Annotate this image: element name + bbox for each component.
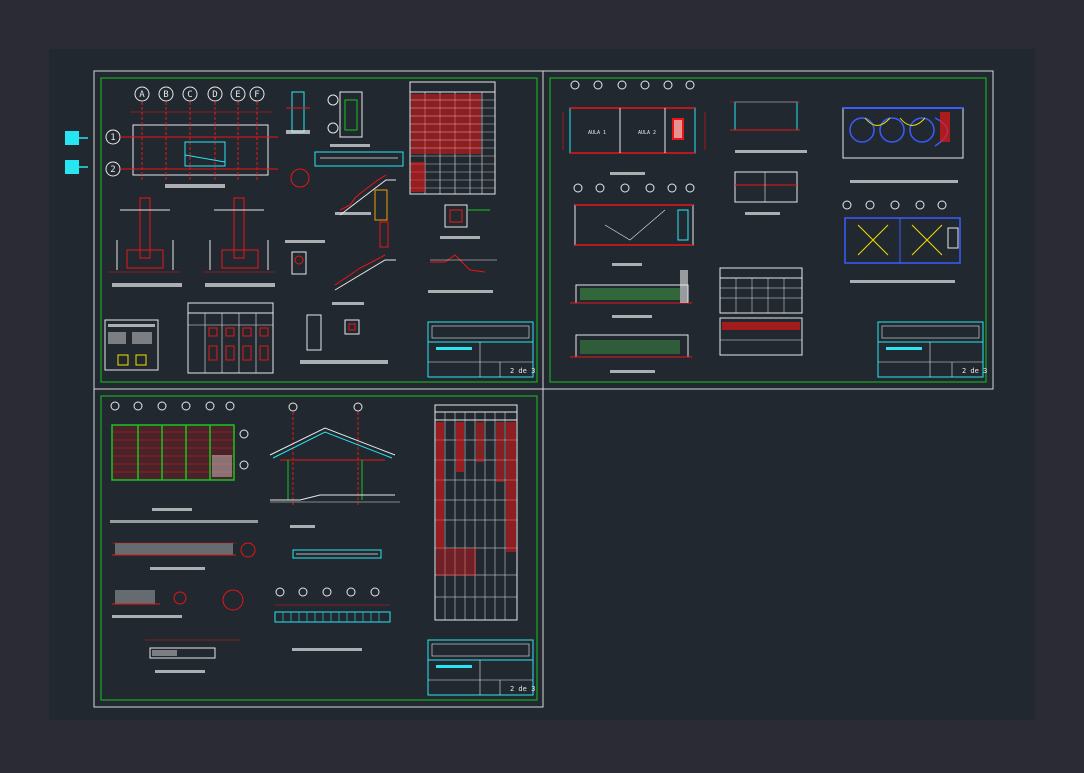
roof-plan[interactable]: [573, 183, 695, 266]
beam-detail[interactable]: [300, 314, 388, 364]
cross-section[interactable]: [734, 171, 798, 215]
wall-section-left[interactable]: [108, 197, 182, 287]
grid-a: A: [139, 90, 145, 100]
sheet-number: 2 de 3: [510, 367, 535, 375]
sheet-2[interactable]: AULA 1 AULA 2: [542, 70, 994, 390]
grid-bubbles-letters: [134, 86, 265, 102]
room-label-1: AULA 1: [588, 130, 606, 136]
sheet-1[interactable]: A B C D E F 1 2: [93, 70, 544, 390]
layer-toggle-a[interactable]: [65, 131, 88, 145]
beam-section[interactable]: [112, 589, 244, 618]
room-label-2: AULA 2: [638, 130, 656, 136]
column-detail[interactable]: [286, 91, 370, 147]
grid-2: 2: [110, 165, 115, 175]
material-schedule-table[interactable]: [434, 404, 518, 621]
column-schedule[interactable]: [187, 302, 274, 374]
grid-1: 1: [110, 133, 115, 143]
opening-schedule[interactable]: [719, 267, 803, 356]
footing-schedule-table[interactable]: [409, 81, 496, 195]
grid-f: F: [254, 90, 259, 100]
building-section[interactable]: [269, 402, 400, 528]
sheet-3[interactable]: 2 de 3: [93, 388, 544, 708]
foundation-plan[interactable]: [120, 102, 278, 188]
floor-plan[interactable]: AULA 1 AULA 2: [562, 107, 706, 175]
wall-section-right[interactable]: [203, 197, 275, 287]
note-bar: [292, 549, 382, 559]
electrical-plan[interactable]: [842, 200, 961, 283]
model-space: [49, 49, 1035, 720]
plumbing-plan[interactable]: [842, 107, 964, 183]
front-elevation[interactable]: [570, 270, 692, 318]
side-elevation[interactable]: [730, 101, 807, 153]
title-block-3[interactable]: 2 de 3: [427, 639, 535, 696]
title-block-1[interactable]: 2 de 3: [427, 321, 535, 378]
roof-framing-plan[interactable]: [110, 424, 258, 523]
grid-e: E: [235, 90, 240, 100]
handrail-detail[interactable]: [274, 587, 391, 651]
title-block-2[interactable]: 2 de 3: [877, 321, 987, 378]
stair-detail[interactable]: [290, 168, 396, 305]
grid-letter-labels: A B C D E F: [139, 90, 259, 100]
sheet-number: 2 de 3: [510, 685, 535, 693]
gutter-detail[interactable]: [145, 639, 240, 673]
specs-box: [104, 319, 159, 371]
rear-elevation[interactable]: [570, 334, 692, 373]
grid-b: B: [163, 90, 168, 100]
note-box: [314, 151, 404, 167]
grid-c: C: [187, 90, 192, 100]
small-details[interactable]: [285, 204, 497, 293]
layer-toggle-b[interactable]: [65, 160, 88, 174]
sheet-number: 2 de 3: [962, 367, 987, 375]
parapet-section[interactable]: [112, 542, 256, 570]
grid-d: D: [212, 90, 217, 100]
